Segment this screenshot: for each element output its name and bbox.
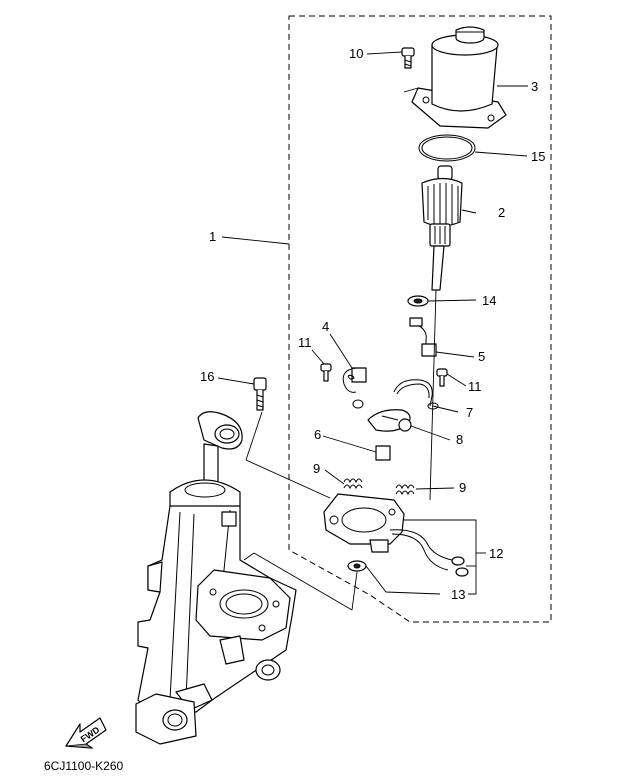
tilt-cylinder: [135, 411, 297, 745]
callout-12: 12: [489, 546, 503, 561]
washer-13: [347, 560, 367, 572]
brush-5: [409, 317, 437, 357]
spring-9-left: [343, 478, 363, 490]
callout-16: 16: [200, 369, 214, 384]
callout-1: 1: [209, 229, 216, 244]
drawing-code: 6CJ1100-K260: [44, 759, 123, 773]
callout-9-left: 9: [313, 461, 320, 476]
brush-6: [375, 445, 391, 461]
callout-3: 3: [531, 79, 538, 94]
wire-harness-7: [393, 379, 439, 410]
spring-9-right: [395, 484, 415, 496]
callout-2: 2: [498, 205, 505, 220]
callout-7: 7: [466, 405, 473, 420]
callout-11-left: 11: [298, 335, 312, 350]
callout-6: 6: [314, 427, 321, 442]
callout-15: 15: [531, 149, 545, 164]
callout-14: 14: [482, 293, 496, 308]
callout-10: 10: [349, 46, 363, 61]
fwd-arrow-icon: FWD: [65, 717, 107, 749]
motor-housing: [411, 26, 507, 129]
o-ring-15: [418, 134, 476, 162]
screw-11-right: [436, 368, 448, 387]
end-cover-12: [323, 493, 469, 577]
callout-5: 5: [478, 349, 485, 364]
assembly-lines: [243, 87, 437, 611]
callout-11-right: 11: [468, 379, 482, 394]
screw-10: [401, 47, 415, 69]
assembly-boundary: [288, 15, 552, 623]
callout-4: 4: [322, 319, 329, 334]
armature: [421, 165, 463, 291]
washer-14: [407, 295, 429, 307]
bolt-16: [253, 377, 267, 411]
callout-13: 13: [451, 587, 465, 602]
brush-4: [342, 367, 367, 409]
brush-plate-8: [367, 409, 412, 432]
callout-leaders: [217, 51, 528, 595]
callout-9-right: 9: [459, 480, 466, 495]
callout-8: 8: [456, 432, 463, 447]
screw-11-left: [320, 363, 332, 382]
